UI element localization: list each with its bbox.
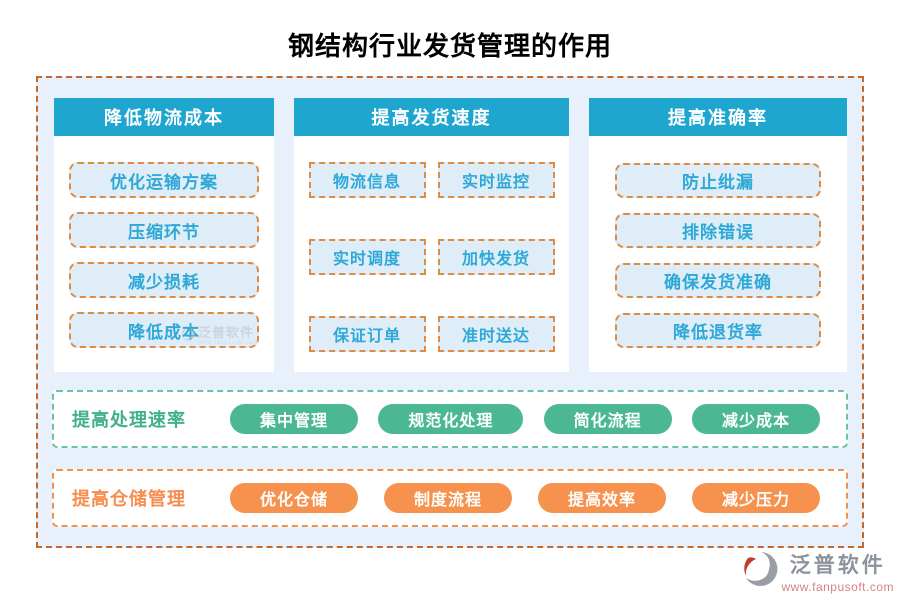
benefit-pill: 集中管理: [230, 404, 359, 434]
item-box: 确保发货准确: [615, 263, 821, 298]
benefit-pill: 减少压力: [691, 483, 820, 513]
column-body: 优化运输方案 压缩环节 减少损耗 降低成本: [54, 136, 274, 372]
column-body: 物流信息 实时监控 实时调度 加快发货 保证订单 准时送达: [294, 136, 569, 372]
fanpu-logo-icon: [742, 551, 778, 592]
item-box: 物流信息: [308, 162, 426, 198]
item-box: 防止纰漏: [615, 163, 821, 198]
benefit-pill: 减少成本: [691, 404, 820, 434]
page-title: 钢结构行业发货管理的作用: [287, 31, 612, 61]
benefit-pill: 制度流程: [383, 483, 512, 513]
item-box: 优化运输方案: [69, 162, 259, 198]
item-row: 保证订单 准时送达: [308, 316, 555, 352]
column-improve-shipping-speed: 提高发货速度 物流信息 实时监控 实时调度 加快发货 保证订单 准时送达: [294, 98, 569, 372]
pill-group: 优化仓储 制度流程 提高效率 减少压力: [230, 483, 828, 513]
item-row: 实时调度 加快发货: [308, 239, 555, 275]
column-reduce-logistics-cost: 降低物流成本 优化运输方案 压缩环节 减少损耗 降低成本: [54, 98, 274, 372]
item-box: 降低成本: [69, 312, 259, 348]
item-box: 降低退货率: [615, 313, 821, 348]
benefit-row-warehouse-management: 提高仓储管理 优化仓储 制度流程 提高效率 减少压力: [52, 469, 848, 527]
item-box: 实时监控: [437, 162, 555, 198]
benefit-pill: 规范化处理: [378, 404, 524, 434]
fanpu-logo: 泛普软件 www.fanpusoft.com: [742, 549, 894, 594]
item-box: 压缩环节: [69, 212, 259, 248]
item-box: 减少损耗: [69, 262, 259, 298]
benefit-pill: 提高效率: [537, 483, 666, 513]
column-improve-accuracy: 提高准确率 防止纰漏 排除错误 确保发货准确 降低退货率: [589, 98, 847, 372]
item-box: 加快发货: [437, 239, 555, 275]
item-box: 实时调度: [308, 239, 426, 275]
column-header: 降低物流成本: [54, 98, 274, 136]
item-row: 物流信息 实时监控: [308, 162, 555, 198]
item-box: 保证订单: [308, 316, 426, 352]
column-body: 防止纰漏 排除错误 确保发货准确 降低退货率: [589, 136, 847, 372]
benefit-pill: 优化仓储: [230, 483, 359, 513]
benefit-row-label: 提高仓储管理: [72, 489, 186, 509]
logo-name: 泛普软件: [789, 554, 886, 577]
diagram-container: 降低物流成本 优化运输方案 压缩环节 减少损耗 降低成本 提高发货速度 物流信息…: [36, 76, 864, 548]
column-header: 提高准确率: [589, 98, 847, 136]
logo-text: 泛普软件 www.fanpusoft.com: [781, 549, 894, 594]
benefit-row-label: 提高处理速率: [72, 410, 186, 430]
column-header: 提高发货速度: [294, 98, 569, 136]
benefit-row-processing-speed: 提高处理速率 集中管理 规范化处理 简化流程 减少成本: [52, 390, 848, 448]
item-box: 排除错误: [615, 213, 821, 248]
pill-group: 集中管理 规范化处理 简化流程 减少成本: [230, 404, 828, 434]
benefit-pill: 简化流程: [543, 404, 672, 434]
logo-website: www.fanpusoft.com: [781, 580, 894, 594]
item-box: 准时送达: [437, 316, 555, 352]
